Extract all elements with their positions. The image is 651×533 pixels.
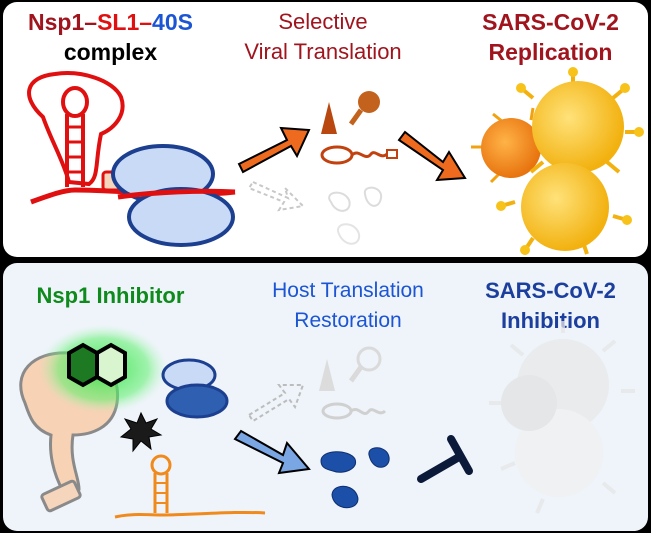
blocked-interaction-icon	[119, 411, 163, 453]
complex-subtitle: complex	[63, 39, 158, 65]
inhibition-label: Inhibition	[501, 308, 600, 333]
top-panel-illustration	[27, 67, 644, 255]
faded-dashed-arrow-icon	[247, 180, 306, 212]
top-panel-viral-replication: Nsp1–SL1–40S complex Selective Viral Tra…	[3, 2, 648, 257]
dash-2: –	[139, 9, 153, 35]
replication-label: Replication	[488, 39, 613, 65]
selective-label: Selective	[278, 9, 368, 34]
host-translation-label: Host Translation	[272, 279, 424, 302]
faded-virus-icon	[489, 321, 635, 514]
viral-translation-label: Viral Translation	[244, 39, 402, 64]
bottom-panel-illustration	[19, 321, 635, 519]
ribosome-40s-small-icon	[161, 358, 229, 419]
dash-1: –	[84, 9, 98, 35]
virus-particles-icon	[471, 67, 644, 255]
orange-arrow-down-icon	[397, 130, 467, 182]
faded-viral-proteins-icon	[319, 346, 387, 420]
ribosome-40s-icon	[111, 144, 236, 247]
sars-cov-2-label-top: SARS-CoV-2	[482, 9, 619, 35]
sl1-rna-free-icon	[114, 454, 266, 519]
inhibitor-molecule-icon	[39, 325, 167, 413]
nsp1-inhibitor-label: Nsp1 Inhibitor	[36, 283, 185, 308]
host-proteins-icon	[320, 447, 390, 509]
orange-arrow-icon	[237, 126, 311, 174]
nsp1-label: Nsp1	[28, 9, 85, 35]
sl1-label: SL1	[97, 9, 140, 35]
viral-proteins-icon	[320, 91, 398, 245]
restoration-label: Restoration	[294, 309, 402, 332]
blue-arrow-icon	[233, 429, 311, 475]
sars-cov-2-label-bottom: SARS-CoV-2	[485, 278, 616, 303]
40s-label: 40S	[152, 9, 193, 35]
inhibition-tbar-icon	[417, 435, 473, 483]
complex-title: Nsp1–SL1–40S	[3, 8, 218, 36]
faded-dashed-arrow-bottom-icon	[247, 384, 305, 423]
bottom-panel-inhibition: Nsp1 Inhibitor Host Translation Restorat…	[3, 263, 648, 531]
